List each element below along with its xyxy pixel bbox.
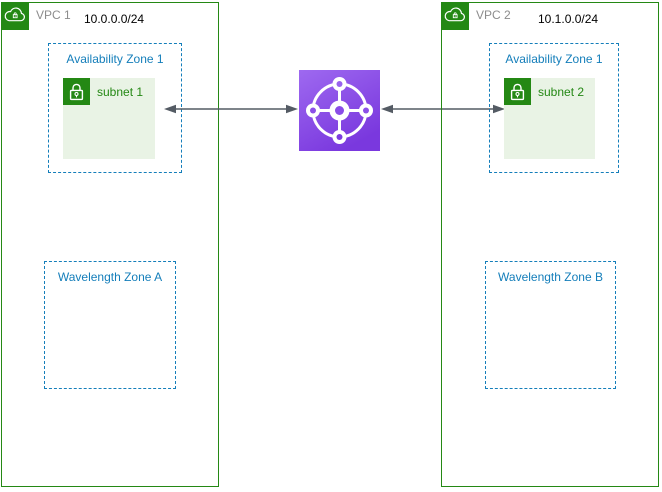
subnet2-label: subnet 2 <box>538 85 585 99</box>
vpc1-availability-zone-label: Availability Zone 1 <box>66 52 164 66</box>
subnet2-box: subnet 2 <box>504 78 595 159</box>
connection-arrow-gateway-subnet2 <box>380 101 506 117</box>
connection-arrow-subnet1-gateway <box>163 101 299 117</box>
vpc2-group-box <box>441 2 659 487</box>
vpc1-label: VPC 1 <box>36 8 71 22</box>
vpc-icon <box>441 2 469 30</box>
subnet1-label: subnet 1 <box>97 85 144 99</box>
private-subnet-lock-icon <box>504 78 531 105</box>
vpc1-availability-zone-box: Availability Zone 1 <box>48 43 182 173</box>
vpc1-group-box <box>1 2 219 487</box>
vpc-icon <box>1 2 29 30</box>
vpc2-wavelength-zone-box: Wavelength Zone B <box>485 261 616 389</box>
vpc2-availability-zone-box: Availability Zone 1 <box>489 43 619 173</box>
vpc2-cidr: 10.1.0.0/24 <box>538 12 599 26</box>
vpc1-wavelength-zone-box: Wavelength Zone A <box>44 261 176 389</box>
vpc2-availability-zone-label: Availability Zone 1 <box>505 52 603 66</box>
vpc2-wavelength-zone-label: Wavelength Zone B <box>498 270 603 284</box>
vpc2-label: VPC 2 <box>476 8 511 22</box>
private-subnet-lock-icon <box>63 78 90 105</box>
vpc1-cidr: 10.0.0.0/24 <box>84 12 145 26</box>
vpc1-wavelength-zone-label: Wavelength Zone A <box>57 270 163 284</box>
subnet1-box: subnet 1 <box>63 78 155 159</box>
transit-gateway-icon <box>299 70 380 151</box>
